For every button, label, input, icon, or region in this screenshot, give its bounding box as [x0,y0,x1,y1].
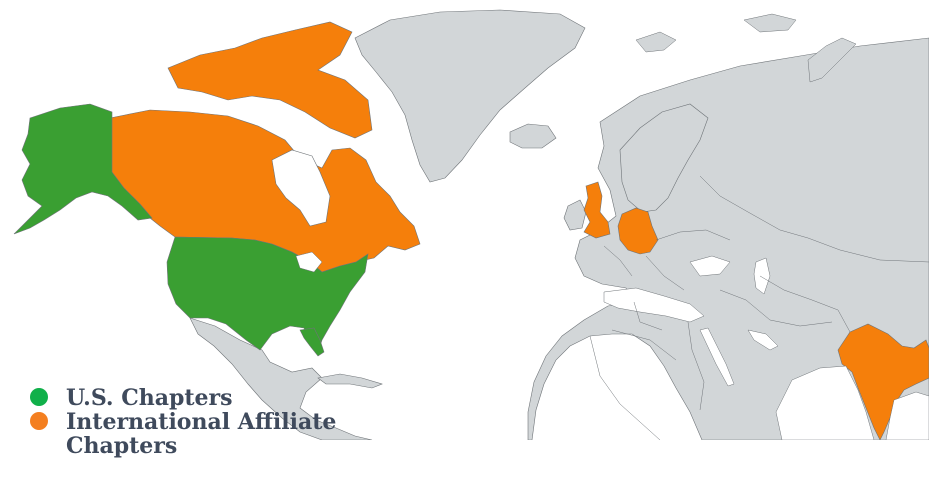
mediterranean-sea [603,287,705,323]
caspian-sea [753,257,771,295]
legend-swatch-us-chapters [30,388,48,406]
persian-gulf [747,329,779,351]
region-florida [299,327,325,357]
region-novaya-zemlya [807,37,857,83]
region-germany [617,207,659,255]
region-ireland [563,199,587,231]
region-canada [109,109,421,273]
region-franz-josef-land [743,13,797,33]
legend-label-us-chapters: U.S. Chapters [66,385,233,411]
bay-of-bengal [885,391,929,440]
region-svalbard [635,31,677,53]
region-canada-arctic-islands [167,21,373,139]
region-iceland [509,123,557,149]
region-eurasia-africa [527,37,929,440]
map-legend: U.S. Chapters International Affiliate Ch… [30,386,390,458]
legend-swatch-international-chapters [30,412,48,430]
region-caribbean [317,373,383,389]
region-mexico [189,317,373,440]
legend-label-international-chapters: International Affiliate Chapters [66,409,337,459]
hudson-bay [271,149,331,227]
red-sea [699,327,735,387]
world-map [13,9,929,440]
region-scandinavia [619,103,709,213]
legend-item-us-chapters: U.S. Chapters [30,386,390,410]
country-borders [589,175,929,440]
arabian-sea [775,365,875,440]
region-alaska [13,103,153,235]
region-united-kingdom [583,181,611,239]
black-sea [689,255,731,277]
legend-item-international-chapters: International Affiliate Chapters [30,410,390,458]
region-greenland [354,9,586,183]
great-lakes [295,251,323,273]
